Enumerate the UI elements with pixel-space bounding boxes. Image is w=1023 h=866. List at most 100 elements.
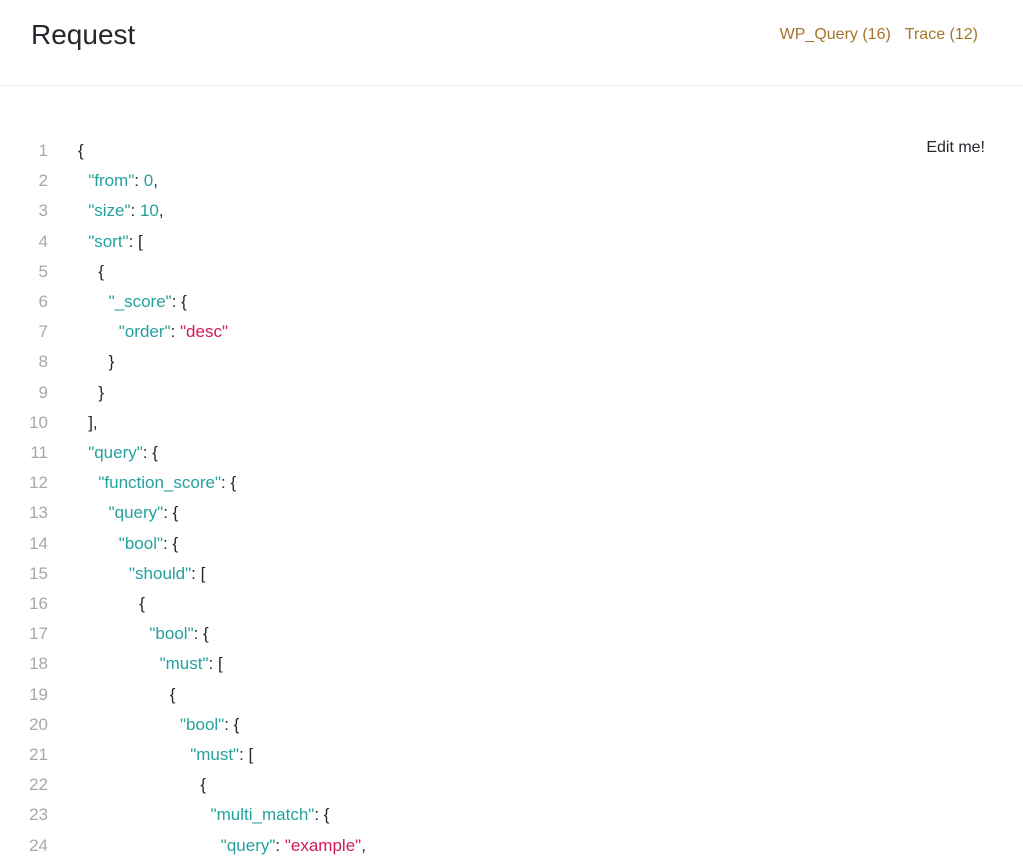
- json-punctuation: : {: [171, 292, 187, 311]
- json-punctuation: : [: [208, 654, 223, 674]
- code-line[interactable]: 4 "sort": [: [0, 227, 1023, 257]
- json-punctuation: :: [275, 835, 285, 855]
- code-text[interactable]: "size": 10,: [88, 196, 163, 226]
- json-punctuation: :: [170, 322, 181, 342]
- code-line[interactable]: 10],: [0, 408, 1023, 438]
- code-line[interactable]: 1{: [0, 136, 1023, 166]
- code-text[interactable]: "query": "example",: [221, 831, 366, 861]
- code-line[interactable]: 19 {: [0, 680, 1023, 710]
- json-punctuation: }: [98, 382, 105, 402]
- json-code-editor[interactable]: Edit me! 1{2"from": 0,3"size": 10,4"sort…: [0, 134, 1023, 866]
- line-number: 24: [29, 835, 48, 855]
- code-line[interactable]: 3"size": 10,: [0, 196, 1023, 226]
- code-text[interactable]: "_score": {: [109, 287, 187, 317]
- code-text[interactable]: "bool": {: [180, 710, 239, 740]
- json-punctuation: : [: [239, 745, 254, 764]
- code-text[interactable]: "query": {: [88, 438, 158, 468]
- trace-link[interactable]: Trace (12): [904, 26, 978, 43]
- code-line[interactable]: 6"_score": {: [0, 287, 1023, 317]
- line-number: 2: [38, 171, 48, 191]
- line-number: 10: [29, 412, 48, 432]
- code-line[interactable]: 7"order": "desc": [0, 317, 1023, 347]
- json-key: "size": [88, 201, 131, 221]
- code-text[interactable]: {: [78, 136, 84, 166]
- code-line[interactable]: 12 "function_score": {: [0, 468, 1023, 498]
- code-text[interactable]: "bool": {: [119, 529, 178, 559]
- code-line[interactable]: 16 {: [0, 589, 1023, 619]
- code-line[interactable]: 23"multi_match": {: [0, 800, 1023, 830]
- code-text[interactable]: }: [98, 378, 104, 408]
- code-line[interactable]: 11 "query": {: [0, 438, 1023, 468]
- json-punctuation: {: [139, 594, 145, 613]
- code-text[interactable]: "should": [: [129, 559, 205, 589]
- code-line[interactable]: 24 "query": "example",: [0, 831, 1023, 861]
- json-punctuation: }: [108, 352, 115, 372]
- json-punctuation: : {: [193, 624, 209, 644]
- code-text[interactable]: }: [109, 347, 115, 377]
- line-number: 12: [29, 473, 48, 493]
- code-line[interactable]: 18 "must": [: [0, 649, 1023, 679]
- json-key: "bool": [180, 714, 225, 734]
- code-text[interactable]: "function_score": {: [98, 468, 236, 498]
- code-text[interactable]: "multi_match": {: [211, 800, 330, 830]
- json-string: "example": [284, 835, 362, 855]
- json-number: 10: [139, 201, 159, 221]
- code-line[interactable]: 20 "bool": {: [0, 710, 1023, 740]
- header-links: WP_Query (16) Trace (12): [780, 25, 978, 45]
- json-punctuation: :: [134, 171, 144, 191]
- code-text[interactable]: "must": [: [190, 740, 253, 770]
- code-text[interactable]: "must": [: [160, 649, 223, 679]
- json-punctuation: : {: [142, 443, 158, 462]
- line-number: 11: [30, 443, 48, 462]
- line-number: 19: [29, 684, 48, 704]
- json-punctuation: :: [130, 201, 140, 221]
- json-key: "order": [118, 322, 171, 342]
- json-punctuation: : {: [314, 805, 330, 825]
- code-text[interactable]: "query": {: [109, 498, 179, 528]
- code-line[interactable]: 8}: [0, 347, 1023, 377]
- line-number: 16: [29, 594, 48, 613]
- code-line[interactable]: 15 "should": [: [0, 559, 1023, 589]
- json-punctuation: {: [200, 775, 207, 795]
- json-punctuation: ,: [153, 171, 158, 191]
- json-punctuation: {: [169, 684, 176, 704]
- code-text[interactable]: "bool": {: [149, 619, 208, 649]
- json-key: "function_score": [98, 473, 222, 493]
- json-key: "bool": [118, 533, 164, 553]
- json-key: "from": [88, 171, 135, 191]
- code-text[interactable]: "sort": [: [88, 227, 143, 257]
- json-punctuation: {: [78, 141, 84, 160]
- code-text[interactable]: {: [170, 680, 176, 710]
- line-number: 5: [38, 261, 48, 281]
- line-number: 13: [29, 503, 48, 523]
- edit-hint: Edit me!: [926, 139, 985, 156]
- code-line[interactable]: 17"bool": {: [0, 619, 1023, 649]
- code-line[interactable]: 14"bool": {: [0, 529, 1023, 559]
- line-number: 18: [29, 654, 48, 674]
- json-punctuation: : [: [128, 231, 143, 251]
- line-number: 20: [29, 714, 48, 734]
- code-text[interactable]: "order": "desc": [119, 317, 228, 347]
- code-text[interactable]: "from": 0,: [88, 166, 158, 196]
- wp-query-link[interactable]: WP_Query (16): [779, 26, 891, 43]
- json-key: "_score": [108, 292, 172, 311]
- line-number: 15: [29, 563, 48, 583]
- json-punctuation: : {: [224, 714, 240, 734]
- code-line[interactable]: 2 "from": 0,: [0, 166, 1023, 196]
- code-line[interactable]: 22{: [0, 770, 1023, 800]
- json-number: 0: [143, 171, 154, 191]
- code-text[interactable]: {: [139, 589, 145, 619]
- code-line[interactable]: 21"must": [: [0, 740, 1023, 770]
- code-text[interactable]: ],: [88, 408, 97, 438]
- line-number: 8: [38, 352, 48, 372]
- code-line[interactable]: 13 "query": {: [0, 498, 1023, 528]
- code-line[interactable]: 5{: [0, 257, 1023, 287]
- code-text[interactable]: {: [98, 257, 104, 287]
- code-text[interactable]: {: [200, 770, 206, 800]
- code-line[interactable]: 9}: [0, 378, 1023, 408]
- line-number: 9: [38, 382, 48, 402]
- json-key: "query": [88, 443, 143, 462]
- line-number: 4: [38, 231, 48, 251]
- page-title: Request: [31, 19, 136, 50]
